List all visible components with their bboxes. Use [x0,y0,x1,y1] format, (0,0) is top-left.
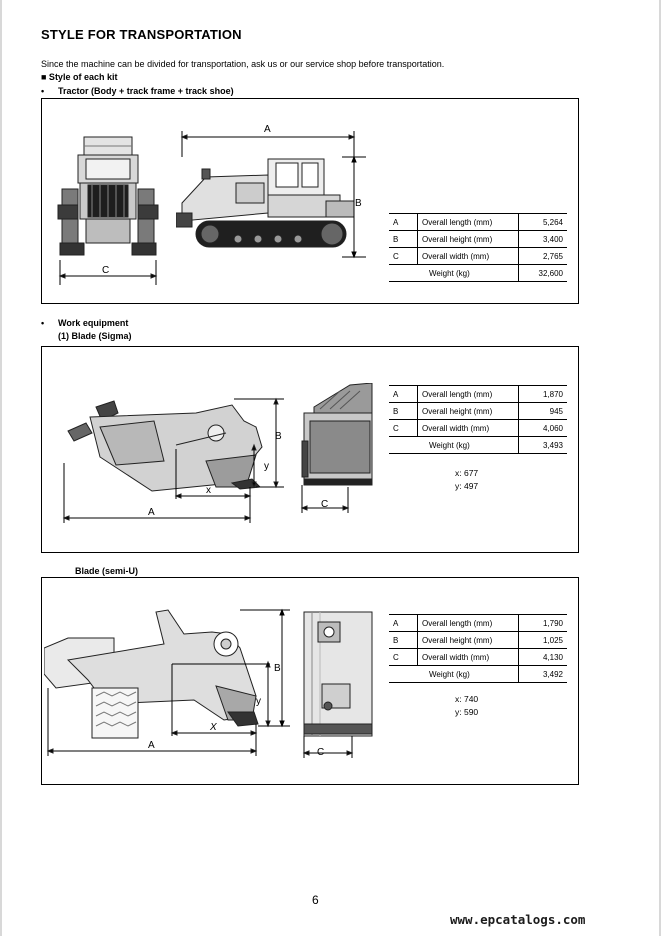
spec-label: Overall height (mm) [417,631,519,649]
spec-label: Overall height (mm) [417,402,519,420]
spec-row: B Overall height (mm) 3,400 [389,230,567,248]
semi-u-blade-frame: A X y B C [41,577,579,785]
spec-row: C Overall width (mm) 2,765 [389,247,567,265]
semi-u-height-dimension [276,608,290,728]
semi-u-blade-front-figure [302,611,373,758]
tractor-front-view-figure: C [57,136,159,285]
semi-u-blade-side-figure: A X y [44,609,276,756]
spec-value: 5,264 [518,213,567,231]
work-equipment-heading-line: • Work equipment [41,318,128,328]
spec-key: B [389,631,418,649]
spec-value: 945 [518,402,567,420]
weight-row: Weight (kg) 3,493 [389,436,567,454]
tractor-side-view-figure: A [176,124,356,248]
tractor-height-dimension [342,155,366,259]
tractor-heading: Tractor (Body + track frame + track shoe… [58,86,234,96]
dim-label-b: B [274,663,281,674]
spec-label: Overall height (mm) [417,230,519,248]
spec-value: 3,400 [518,230,567,248]
cog-y: y: 590 [455,707,479,717]
sigma-spec-table: A Overall length (mm) 1,870 B Overall he… [389,385,567,454]
weight-row: Weight (kg) 32,600 [389,264,567,282]
page-title: STYLE FOR TRANSPORTATION [41,27,242,42]
spec-row: C Overall width (mm) 4,060 [389,419,567,437]
spec-key: C [389,419,418,437]
page-right-edge [659,0,661,936]
spec-key: A [389,385,418,403]
dim-label-c: C [102,265,109,276]
dim-label-a: A [148,507,155,518]
spec-value: 1,790 [518,614,567,632]
sigma-blade-side-figure: A x y [62,397,284,523]
semi-u-center-of-gravity: x: 740 y: 590 [455,693,478,719]
spec-key: A [389,614,418,632]
spec-value: 2,765 [518,247,567,265]
dim-label-x: X [209,722,217,733]
weight-label: Weight (kg) [389,436,519,454]
dim-label-a: A [264,124,271,135]
spec-label: Overall length (mm) [417,614,519,632]
spec-key: A [389,213,418,231]
work-equipment-heading: Work equipment [58,318,129,328]
spec-row: B Overall height (mm) 945 [389,402,567,420]
dim-label-c: C [321,499,329,510]
dim-label-c: C [317,747,325,758]
bullet: • [41,86,45,96]
sigma-heading: (1) Blade (Sigma) [58,331,132,341]
cog-x: x: 677 [455,468,479,478]
sigma-center-of-gravity: x: 677 y: 497 [455,467,478,493]
intro-text: Since the machine can be divided for tra… [41,59,445,69]
dim-label-b: B [355,198,362,209]
spec-value: 4,130 [518,648,567,666]
sigma-blade-front-figure [300,383,373,513]
spec-key: C [389,247,418,265]
cog-y: y: 497 [455,481,479,491]
weight-row: Weight (kg) 3,492 [389,665,567,683]
bullet: • [41,318,45,328]
weight-label: Weight (kg) [389,665,519,683]
dim-label-y: y [256,696,261,707]
spec-label: Overall length (mm) [417,385,519,403]
weight-value: 3,492 [518,665,567,683]
spec-key: B [389,402,418,420]
weight-label: Weight (kg) [389,264,519,282]
spec-row: A Overall length (mm) 1,870 [389,385,567,403]
semi-u-heading: Blade (semi-U) [75,566,139,576]
spec-value: 1,870 [518,385,567,403]
weight-value: 3,493 [518,436,567,454]
tractor-heading-line: • Tractor (Body + track frame + track sho… [41,86,234,96]
dim-label-x: x [206,485,211,496]
page-number: 6 [312,893,319,907]
spec-label: Overall width (mm) [417,419,519,437]
spec-key: B [389,230,418,248]
kit-heading: ■ Style of each kit [41,72,118,82]
spec-row: A Overall length (mm) 5,264 [389,213,567,231]
weight-value: 32,600 [518,264,567,282]
sigma-blade-frame: A x y B C A Overall length (mm) 1,870 [41,346,579,553]
spec-label: Overall width (mm) [417,247,519,265]
dim-label-y: y [264,461,269,472]
tractor-frame: C A [41,98,579,304]
spec-row: B Overall height (mm) 1,025 [389,631,567,649]
spec-key: C [389,648,418,666]
spec-value: 1,025 [518,631,567,649]
dim-label-b: B [275,431,282,442]
spec-label: Overall length (mm) [417,213,519,231]
spec-row: C Overall width (mm) 4,130 [389,648,567,666]
dim-label-a: A [148,740,155,751]
spec-label: Overall width (mm) [417,648,519,666]
tractor-spec-table: A Overall length (mm) 5,264 B Overall he… [389,213,567,282]
page-left-edge [0,0,2,936]
watermark-url: www.epcatalogs.com [450,912,586,927]
semi-u-spec-table: A Overall length (mm) 1,790 B Overall he… [389,614,567,683]
spec-row: A Overall length (mm) 1,790 [389,614,567,632]
cog-x: x: 740 [455,694,479,704]
spec-value: 4,060 [518,419,567,437]
